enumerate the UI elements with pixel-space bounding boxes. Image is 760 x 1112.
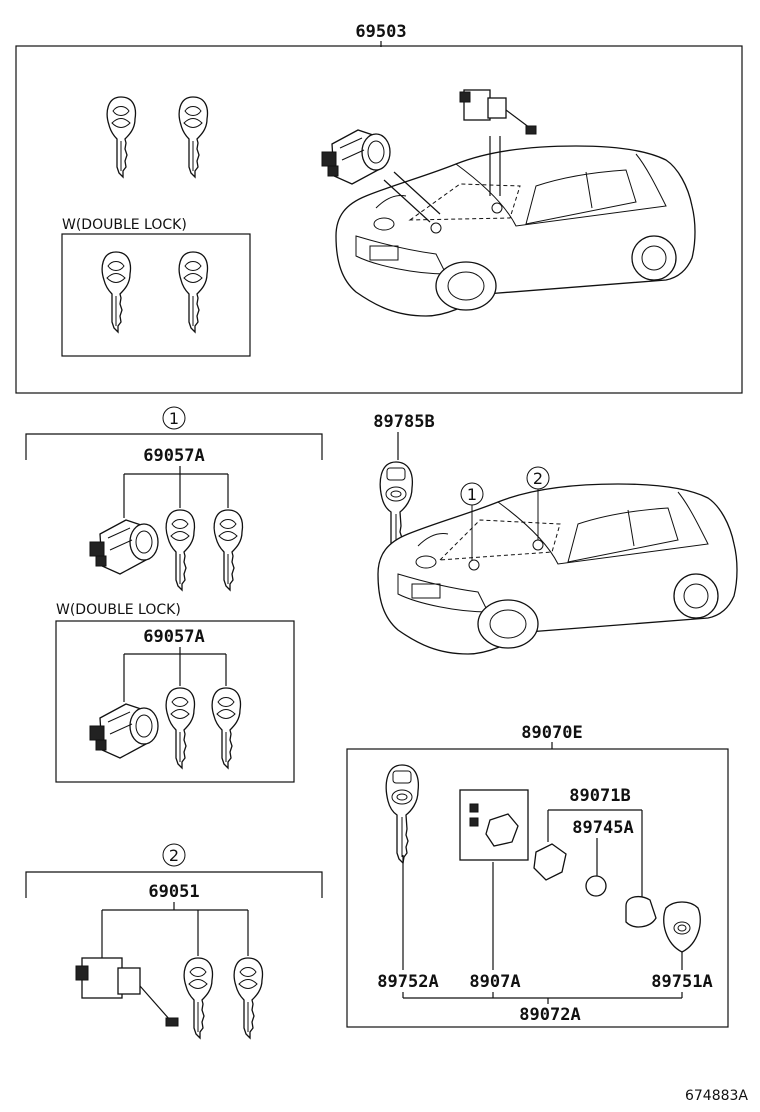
transmitter-case-image	[663, 901, 701, 953]
box-69503	[15, 45, 743, 394]
callout-number-2: 2	[169, 846, 179, 865]
double-lock-key-1	[165, 687, 196, 769]
location-dot	[491, 202, 503, 214]
part-number-8907A: 8907A	[469, 972, 520, 992]
circuit-board-image	[459, 789, 529, 861]
location-dot	[430, 222, 442, 234]
double-lock-key-2	[211, 687, 242, 769]
callout-circle-1	[162, 406, 186, 430]
bracket-group-1	[25, 433, 323, 460]
location-dot	[532, 539, 544, 551]
part-number-89752A: 89752A	[377, 972, 438, 992]
part-number-89751A: 89751A	[651, 972, 712, 992]
car-image-top	[335, 145, 696, 317]
part-number-89785B: 89785B	[373, 412, 434, 432]
dashed-outline	[408, 183, 521, 221]
part-number-69057A: 69057A	[143, 627, 204, 647]
double-lock-label: W(DOUBLE LOCK)	[56, 602, 181, 618]
car-callout-number-1: 1	[467, 485, 477, 504]
key-case-cover-image	[625, 895, 657, 928]
location-dot	[468, 559, 480, 571]
key-1	[165, 509, 196, 591]
arrow-line	[393, 171, 441, 215]
door-lock-actuator-image	[75, 957, 179, 1027]
dashed-outline	[438, 519, 561, 561]
part-number-69051: 69051	[148, 882, 199, 902]
key-case-half-image	[533, 843, 567, 881]
part-number-69503: 69503	[355, 22, 406, 42]
lock-cylinder-image	[321, 129, 391, 185]
car-image-middle	[377, 483, 738, 655]
door-lock-actuator-image	[459, 89, 537, 135]
key-2	[213, 509, 244, 591]
key-2	[233, 957, 264, 1039]
key-1	[106, 96, 137, 178]
double-lock-key-1	[101, 251, 132, 333]
part-number-89070E: 89070E	[521, 723, 582, 743]
box-double-lock	[55, 620, 295, 783]
key-1	[183, 957, 214, 1039]
part-number-89745A: 89745A	[572, 818, 633, 838]
double-lock-key-2	[178, 251, 209, 333]
box-double-lock	[61, 233, 251, 357]
arrow-line	[383, 179, 431, 223]
lock-cylinder-image	[89, 519, 159, 575]
battery-image	[585, 875, 607, 897]
key-2	[178, 96, 209, 178]
remote-key-image	[385, 764, 420, 864]
callout-circle-2	[162, 843, 186, 867]
diagram-id: 674883A	[685, 1088, 748, 1104]
callout-number-1: 1	[169, 409, 179, 428]
box-89070E	[346, 748, 729, 1028]
bracket-group-2	[25, 871, 323, 898]
lock-cylinder-image	[89, 703, 159, 759]
car-callout-number-2: 2	[533, 469, 543, 488]
double-lock-label: W(DOUBLE LOCK)	[62, 217, 187, 233]
part-number-89072A: 89072A	[519, 1005, 580, 1025]
part-number-89071B: 89071B	[569, 786, 630, 806]
part-number-69057A: 69057A	[143, 446, 204, 466]
